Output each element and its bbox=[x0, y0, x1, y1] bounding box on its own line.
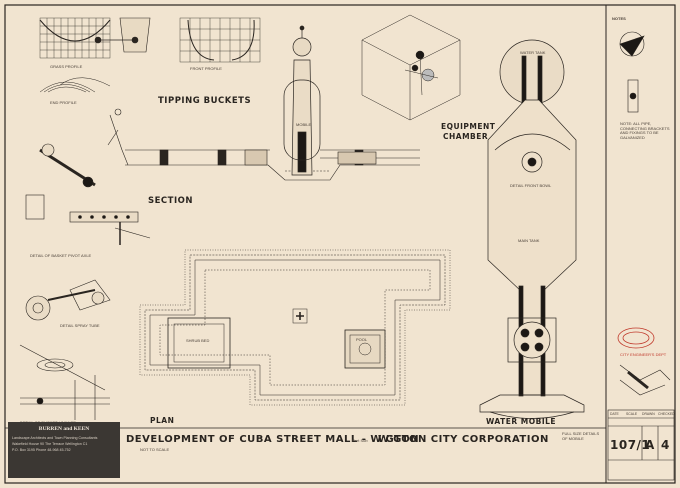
note-1: NOTE: ALL PIPE, CONNECTING BRACKETS AND … bbox=[620, 121, 670, 140]
approval-stamp bbox=[617, 327, 655, 349]
firm-name: BURREN and KEEN bbox=[38, 426, 90, 432]
bucket-arcs bbox=[39, 77, 111, 93]
section-drawing bbox=[125, 149, 420, 181]
firm-block: BURREN and KEEN Landscape Architects and… bbox=[8, 422, 120, 478]
title-side-note: FULL SIZE DETAILS OF MOBILE bbox=[562, 431, 600, 441]
sheet-number: 4 bbox=[661, 438, 670, 452]
pivot-axle-detail bbox=[25, 108, 151, 245]
equipment-label: EQUIPMENT bbox=[441, 122, 496, 131]
right-panel-sketches bbox=[607, 31, 675, 481]
water-tank-label: WATER TANK bbox=[520, 50, 546, 55]
grid-profile-middle bbox=[179, 17, 261, 63]
front-profile-label: FRONT PROFILE bbox=[190, 66, 222, 71]
mobile-elevation bbox=[283, 25, 321, 176]
spray-tube-label: DETAIL SPRAY TUBE bbox=[60, 323, 100, 328]
bucket-perspective bbox=[94, 17, 151, 53]
firm-line-1: Landscape Architects and Town Planning C… bbox=[12, 436, 98, 440]
scale-note: NOT TO SCALE bbox=[140, 447, 170, 452]
spray-tube-detail bbox=[25, 279, 111, 321]
pool-label: POOL bbox=[356, 337, 368, 342]
plan-drawing bbox=[139, 249, 451, 406]
client-name: W'GTON CITY CORPORATION bbox=[378, 434, 549, 445]
record-header-drawn: DRAWN bbox=[642, 412, 655, 416]
drawing-number: 107/1 bbox=[610, 438, 651, 452]
stamp-text: CITY ENGINEER'S DEPT bbox=[620, 352, 667, 357]
mobile-label: MOBILE bbox=[296, 122, 312, 127]
tipping-buckets-label: TIPPING BUCKETS bbox=[158, 96, 252, 106]
section-label: SECTION bbox=[148, 196, 193, 206]
sheet-border bbox=[4, 4, 676, 484]
chamber-label: CHAMBER bbox=[443, 132, 489, 141]
title-small: Part Sub bbox=[352, 438, 368, 443]
revision-letter: A bbox=[645, 438, 655, 452]
grass-profile-label: GRASS PROFILE bbox=[50, 64, 83, 69]
pivot-axle-label: DETAIL OF BASKET PIVOT AXLE bbox=[30, 253, 92, 258]
notes-heading: NOTES bbox=[612, 16, 626, 21]
record-header-scale: SCALE bbox=[626, 412, 638, 416]
main-tank-label: MAIN TANK bbox=[518, 238, 540, 243]
record-header-date: DATE bbox=[610, 412, 619, 416]
equipment-chamber-iso bbox=[361, 14, 461, 121]
record-header-checked: CHECKED bbox=[658, 412, 675, 416]
water-mobile-drawing bbox=[479, 39, 585, 419]
firm-line-2: Wakefield House 90 The Terrace Wellingto… bbox=[12, 442, 88, 446]
bucket-linkage-detail bbox=[19, 344, 110, 420]
shrub-bed-label: SHRUB BED bbox=[186, 338, 210, 343]
firm-line-3: P.O. Box 3195 Phone 48-968 45-752 bbox=[12, 448, 71, 452]
end-profile-label: END PROFILE bbox=[50, 100, 77, 105]
plan-label: PLAN bbox=[150, 416, 175, 425]
front-bowl-label: DETAIL FRONT BOWL bbox=[510, 183, 552, 188]
water-mobile-label: WATER MOBILE bbox=[486, 417, 557, 426]
drawing-title: DEVELOPMENT OF CUBA STREET MALL - W'GTON bbox=[126, 434, 420, 445]
